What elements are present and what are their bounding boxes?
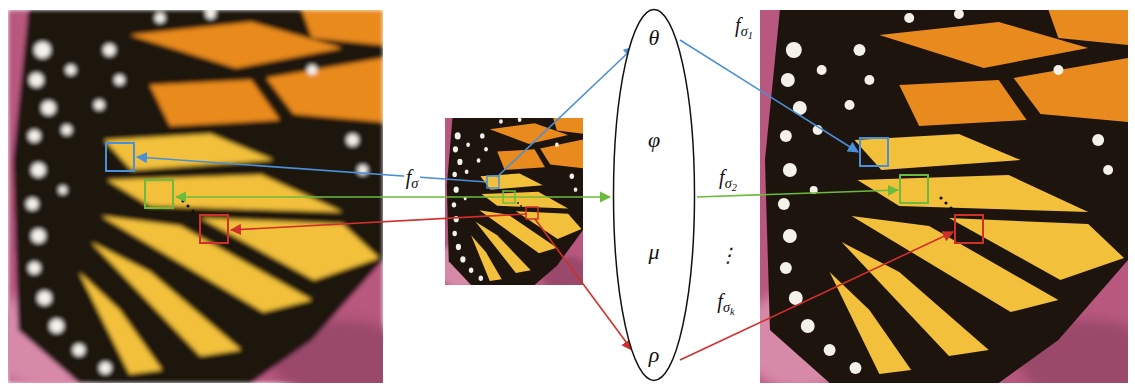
sharp-image: [740, 9, 1135, 387]
function-label: fσk: [715, 290, 736, 312]
blurred-image: [0, 9, 413, 387]
mapping-arrows: [137, 40, 953, 360]
ellipse-outline: [612, 8, 696, 382]
function-label: fσ1: [733, 14, 755, 36]
parameter-symbol: θ: [612, 26, 696, 50]
patch-boxes: [106, 138, 983, 243]
function-label: fσ2: [717, 166, 739, 188]
parameter-symbol: ρ: [612, 343, 696, 367]
ellipsis-label: ⋮: [716, 244, 740, 266]
parameter-symbol: φ: [612, 128, 696, 152]
parameter-ellipse: θ φ μ ρ: [612, 8, 696, 382]
parameter-symbol: μ: [612, 240, 696, 264]
function-label: fσ: [404, 166, 421, 188]
ellipsis-dots: [181, 196, 952, 212]
